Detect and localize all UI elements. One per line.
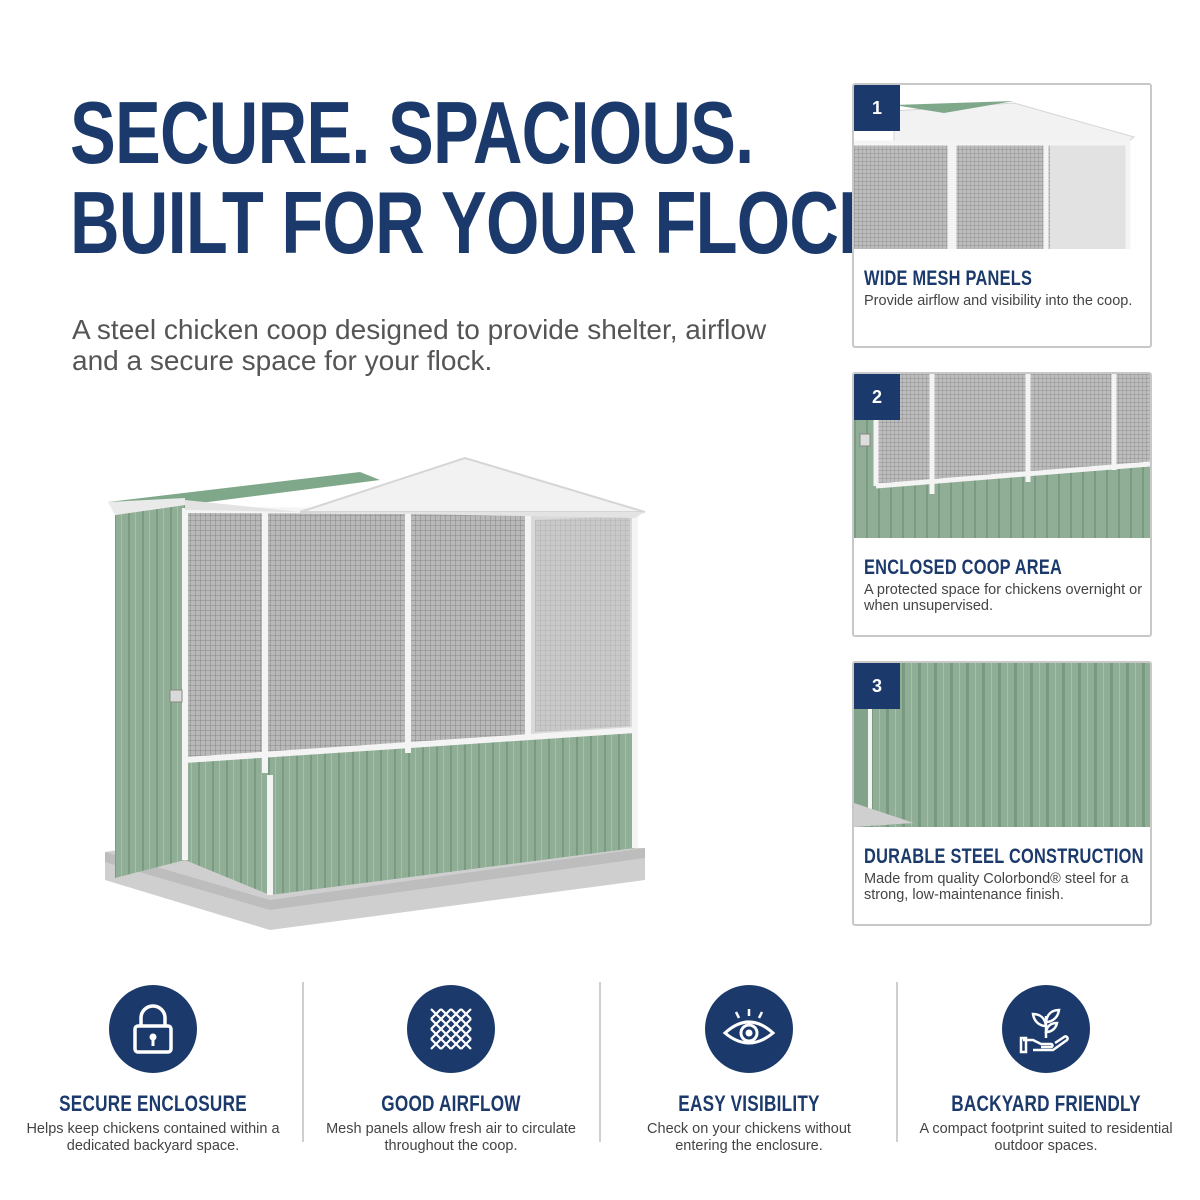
feature-title: EASY VISIBILITY [678, 1091, 820, 1116]
divider [599, 982, 601, 1142]
card-description: Provide airflow and visibility into the … [864, 293, 1133, 309]
eye-icon [705, 985, 793, 1073]
feature-title: BACKYARD FRIENDLY [951, 1091, 1141, 1116]
feature-good-airflow: GOOD AIRFLOW Mesh panels allow fresh air… [321, 985, 581, 1154]
card-title: ENCLOSED COOP AREA [864, 556, 1063, 579]
title-line-2: BUILT FOR YOUR FLOCK. [70, 173, 906, 272]
title-line-1: SECURE. SPACIOUS. [70, 83, 754, 182]
card-title: DURABLE STEEL CONSTRUCTION [864, 845, 1144, 868]
page-subtitle: A steel chicken coop designed to provide… [72, 314, 767, 376]
card-description: A protected space for chickens overnight… [864, 582, 1143, 614]
chicken-coop-image [100, 440, 660, 940]
divider [302, 982, 304, 1142]
feature-description: Mesh panels allow fresh air to circulate… [326, 1121, 576, 1154]
feature-secure-enclosure: SECURE ENCLOSURE Helps keep chickens con… [23, 985, 283, 1154]
card-number: 1 [854, 85, 900, 131]
mesh-icon [407, 985, 495, 1073]
feature-card-coop-area: 2 ENCLOSED COOP AREA [852, 372, 1152, 637]
page-title: SECURE. SPACIOUS. BUILT FOR YOUR FLOCK. [70, 83, 906, 272]
feature-description: Check on your chickens without entering … [647, 1121, 851, 1154]
card-image-coop-area [854, 374, 1150, 538]
plant-hand-icon [1002, 985, 1090, 1073]
card-description: Made from quality Colorbond® steel for a… [864, 871, 1129, 903]
card-image-mesh-panels [854, 85, 1150, 249]
feature-title: SECURE ENCLOSURE [59, 1091, 247, 1116]
card-title: WIDE MESH PANELS [864, 267, 1033, 290]
feature-backyard-friendly: BACKYARD FRIENDLY A compact footprint su… [916, 985, 1176, 1154]
card-number: 3 [854, 663, 900, 709]
feature-title: GOOD AIRFLOW [381, 1091, 521, 1116]
divider [896, 982, 898, 1142]
feature-description: A compact footprint suited to residentia… [919, 1121, 1173, 1154]
feature-easy-visibility: EASY VISIBILITY Check on your chickens w… [619, 985, 879, 1154]
card-image-steel-construction [854, 663, 1150, 827]
feature-card-steel-construction: 3 DURABLE STEEL CONSTRUCTION Made from q… [852, 661, 1152, 926]
card-number: 2 [854, 374, 900, 420]
feature-description: Helps keep chickens contained within a d… [26, 1121, 280, 1154]
feature-card-mesh-panels: 1 WIDE MESH PANELS Provide airflow and v… [852, 83, 1152, 348]
lock-icon [109, 985, 197, 1073]
